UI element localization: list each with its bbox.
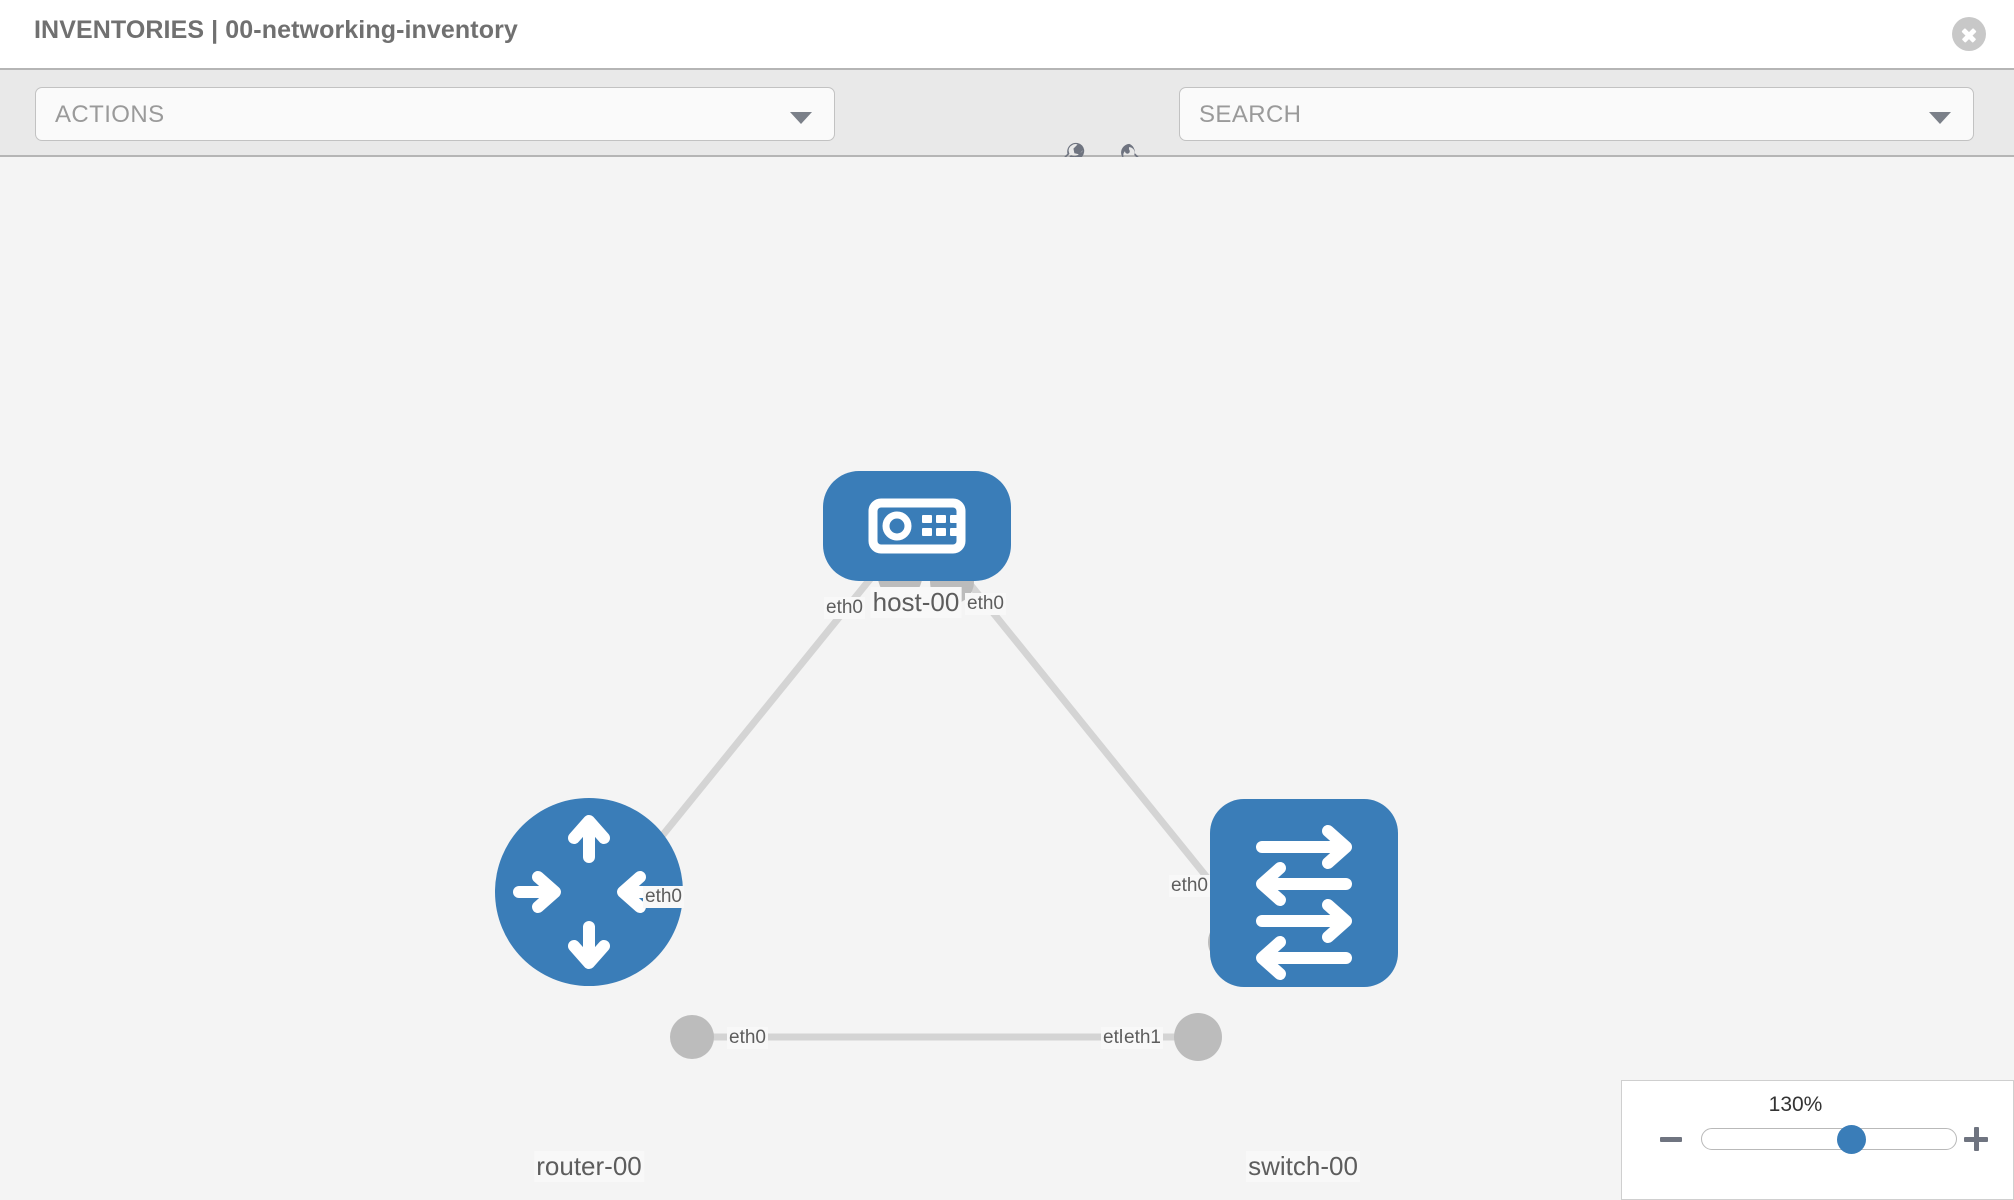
edge-group — [608, 554, 1238, 1041]
node-label-host-00: host-00 — [870, 587, 962, 618]
search-placeholder: SEARCH — [1199, 101, 1302, 128]
edge-label: eth0 — [643, 886, 684, 908]
search-input[interactable]: SEARCH — [1179, 87, 1974, 141]
edge-label: eth1 — [1122, 1027, 1163, 1049]
minus-icon[interactable] — [1660, 1137, 1682, 1142]
zoom-slider-track[interactable] — [1701, 1128, 1957, 1150]
edge-host00-switch00 — [945, 554, 1238, 915]
stub-switch00-eth1 — [1174, 1013, 1222, 1061]
chevron-down-icon[interactable] — [1929, 112, 1951, 124]
toolbar: ACTIONS SEARCH — [0, 68, 2014, 173]
node-label-router-00: router-00 — [534, 1151, 644, 1182]
page-header: INVENTORIES | 00-networking-inventory — [0, 0, 2014, 68]
zoom-slider-thumb[interactable] — [1837, 1125, 1867, 1154]
topology-graph — [495, 471, 1398, 1061]
edge-label: eth0 — [824, 597, 865, 619]
interface-stub-group — [670, 555, 1256, 1061]
topology-canvas[interactable]: eth0 eth0 eth0 eth0 eth0 eth eth1 host-0… — [0, 157, 2014, 1200]
node-host-00 — [823, 471, 1011, 581]
close-icon[interactable] — [1952, 17, 1986, 51]
zoom-level-label: 130% — [1768, 1093, 1823, 1116]
page-title: INVENTORIES | 00-networking-inventory — [34, 16, 518, 44]
plus-icon[interactable] — [1964, 1127, 1988, 1151]
edge-label: eth0 — [727, 1027, 768, 1049]
edge-label: eth0 — [965, 593, 1006, 615]
edge-label: eth0 — [1169, 875, 1210, 897]
actions-dropdown[interactable]: ACTIONS — [35, 87, 835, 141]
chevron-down-icon — [790, 112, 812, 124]
node-label-switch-00: switch-00 — [1246, 1151, 1360, 1182]
actions-dropdown-label: ACTIONS — [55, 101, 165, 128]
node-router-00 — [495, 798, 683, 986]
node-switch-00 — [1210, 799, 1398, 987]
stub-router00-eth0 — [670, 1015, 714, 1059]
zoom-control: 130% — [1621, 1080, 2014, 1200]
